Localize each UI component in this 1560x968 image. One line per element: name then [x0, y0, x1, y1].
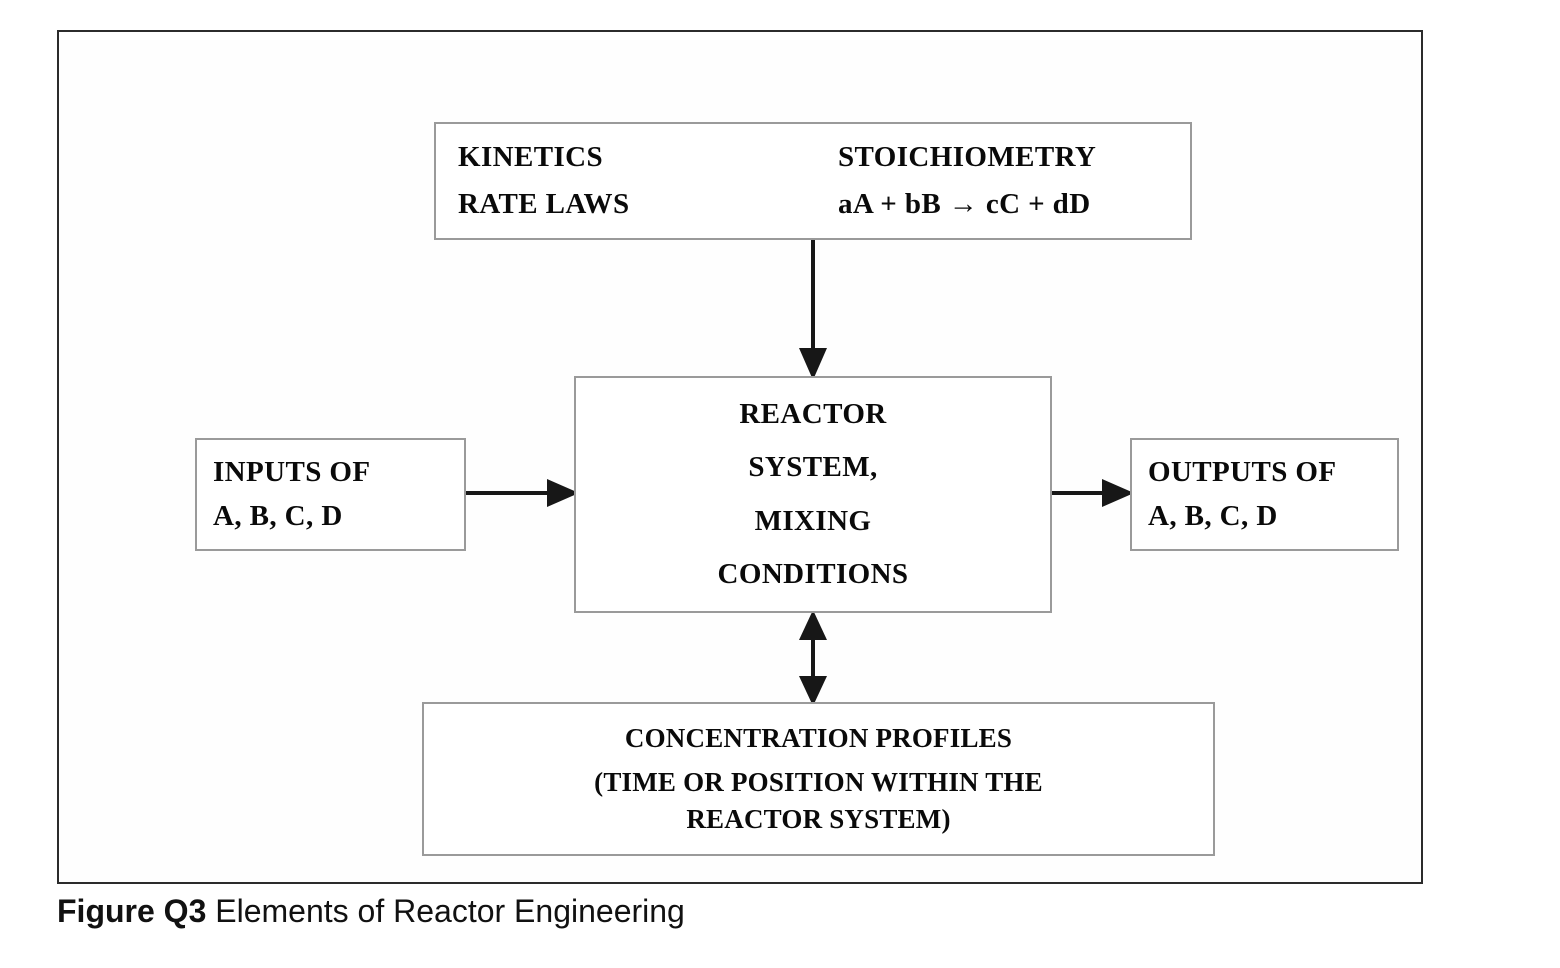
concentration-line-1: CONCENTRATION PROFILES [624, 722, 1013, 753]
reactor-line-4: CONDITIONS [717, 557, 909, 590]
outputs-line-2: A, B, C, D [1148, 499, 1278, 532]
reactor-line-3: MIXING [754, 504, 872, 537]
stoichiometry-label: STOICHIOMETRY [838, 141, 1097, 173]
reactor-line-2: SYSTEM, [748, 451, 878, 484]
arrow-kinetics-to-reactor-icon [799, 238, 827, 380]
kinetics-row-1: KINETICS STOICHIOMETRY [458, 141, 1168, 174]
concentration-line-3: REACTOR SYSTEM) [686, 804, 951, 835]
arrow-inputs-to-reactor-icon [463, 479, 579, 507]
concentration-profiles-box: CONCENTRATION PROFILES (TIME OR POSITION… [422, 702, 1215, 856]
concentration-line-2: (TIME OR POSITION WITHIN THE [594, 766, 1043, 797]
figure-caption-text: Elements of Reactor Engineering [206, 893, 685, 929]
kinetics-label: KINETICS [458, 141, 604, 173]
arrow-reactor-concentration-double-icon [799, 610, 827, 706]
kinetics-row-2: RATE LAWS aA + bB → cC + dD [458, 188, 1168, 221]
reaction-equation: aA + bB → cC + dD [838, 188, 1091, 220]
outputs-line-1: OUTPUTS OF [1148, 456, 1337, 489]
rate-laws-label: RATE LAWS [458, 188, 630, 220]
figure-caption-label: Figure Q3 [57, 893, 207, 929]
inputs-line-1: INPUTS OF [213, 456, 371, 489]
outputs-box: OUTPUTS OF A, B, C, D [1130, 438, 1399, 551]
figure-frame: KINETICS STOICHIOMETRY RATE LAWS aA + bB… [57, 30, 1423, 884]
inputs-line-2: A, B, C, D [213, 499, 343, 532]
reactor-line-1: REACTOR [739, 398, 887, 431]
figure-caption: Figure Q3 Elements of Reactor Engineerin… [57, 893, 1457, 930]
inputs-box: INPUTS OF A, B, C, D [195, 438, 466, 551]
reactor-system-box: REACTOR SYSTEM, MIXING CONDITIONS [574, 376, 1052, 613]
kinetics-stoichiometry-box: KINETICS STOICHIOMETRY RATE LAWS aA + bB… [434, 122, 1192, 240]
arrow-reactor-to-outputs-icon [1050, 479, 1134, 507]
